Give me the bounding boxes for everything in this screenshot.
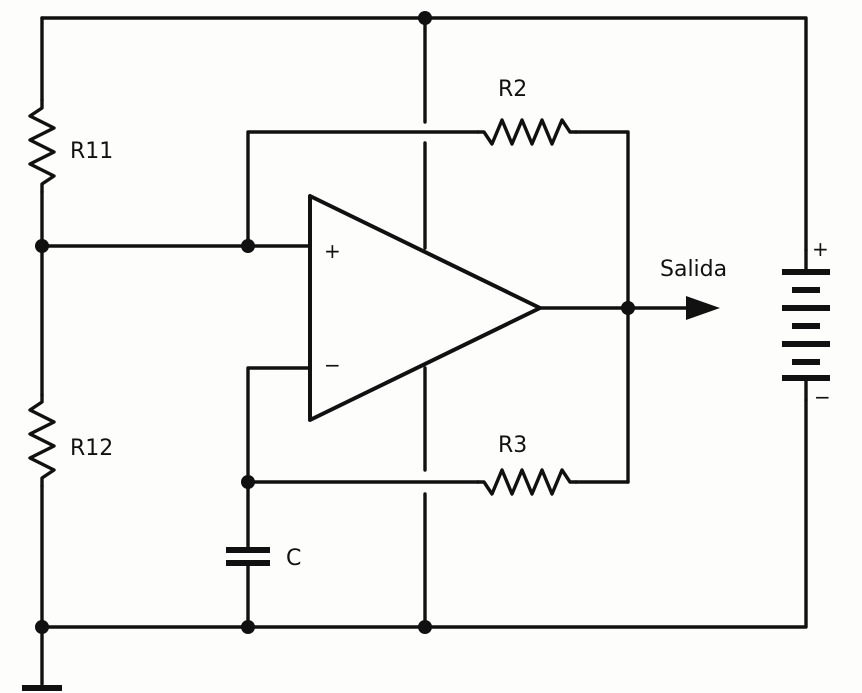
node-left-mid [35, 239, 49, 253]
label-r11: R11 [70, 139, 113, 164]
node-bottom-cap [241, 620, 255, 634]
label-r2: R2 [498, 77, 527, 102]
opamp-minus-sign: − [324, 353, 341, 377]
opamp-triangle [308, 194, 542, 422]
battery-plus-sign: + [812, 237, 829, 261]
node-r3-cap [241, 475, 255, 489]
resistor-r2 [476, 118, 578, 146]
resistor-r3 [476, 468, 578, 496]
node-output [621, 301, 635, 315]
label-r12: R12 [70, 436, 113, 461]
battery-minus-sign: − [814, 385, 831, 409]
label-r3: R3 [498, 433, 527, 458]
label-capacitor: C [286, 546, 301, 571]
node-bottom-center [418, 620, 432, 634]
resistor-r12 [28, 393, 56, 488]
arrow-right-icon [686, 296, 720, 320]
minus-input-wire [246, 366, 312, 550]
r2-feedback-right-wire [574, 130, 630, 484]
output-label: Salida [660, 257, 727, 282]
node-bottom-left [35, 620, 49, 634]
bottom-rail-wire [40, 398, 808, 629]
opamp-plus-sign: + [324, 239, 341, 263]
node-top-center [418, 11, 432, 25]
resistor-r11 [28, 98, 56, 194]
node-plus-feedback [241, 239, 255, 253]
r2-feedback-left-wire [246, 130, 480, 248]
top-rail-wire [40, 16, 808, 252]
